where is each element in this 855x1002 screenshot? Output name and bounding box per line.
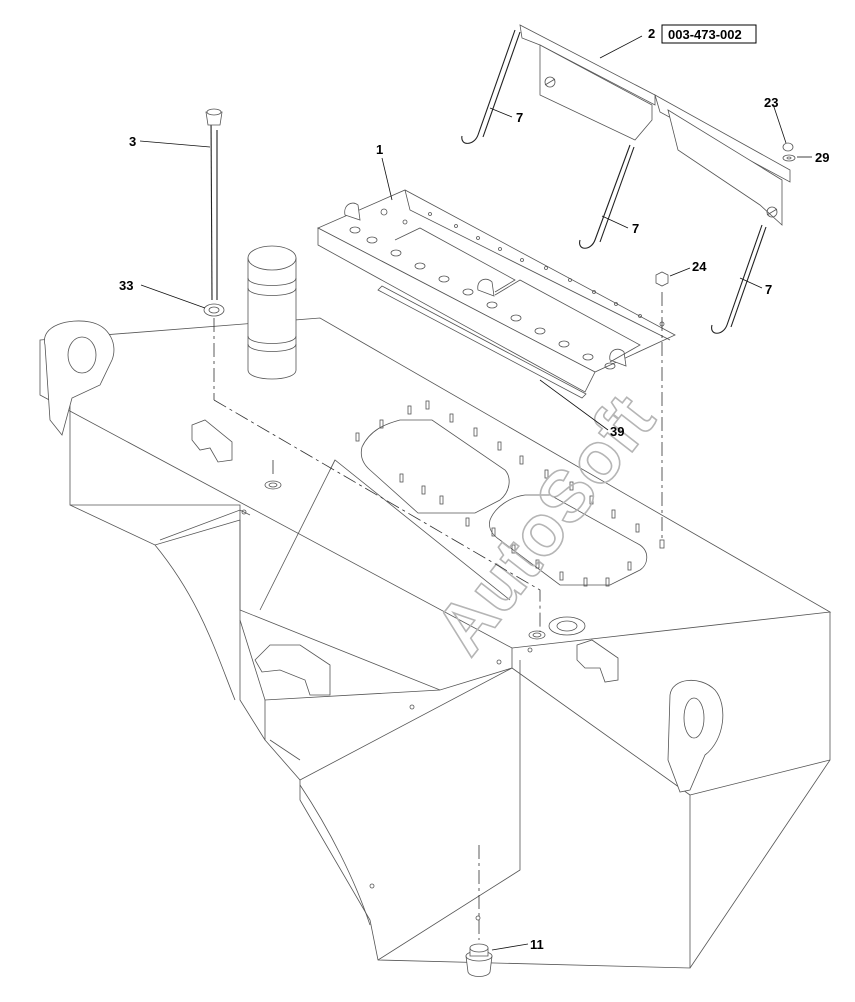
filter-canister xyxy=(247,245,297,380)
seal-strip-part-39 xyxy=(377,285,587,399)
callout-11: 11 xyxy=(530,937,544,952)
hook-rod-part-7-a xyxy=(461,29,521,144)
leader-lines xyxy=(139,35,812,951)
hook-rod-part-7-b xyxy=(579,144,635,249)
callout-39: 39 xyxy=(610,424,624,439)
deck-brackets xyxy=(191,419,619,696)
callout-1: 1 xyxy=(376,142,383,157)
assembly-centerlines xyxy=(213,292,663,940)
callout-2: 2 xyxy=(648,26,655,41)
washer-part-33 xyxy=(203,303,225,317)
lifting-eye-right xyxy=(667,679,724,793)
callout-7-b: 7 xyxy=(632,221,639,236)
callout-29: 29 xyxy=(815,150,829,165)
access-cover-gaskets xyxy=(355,400,665,587)
nut-part-23 xyxy=(782,142,794,152)
tray-part-1 xyxy=(317,189,676,393)
callout-7-c: 7 xyxy=(765,282,772,297)
callout-23: 23 xyxy=(764,95,778,110)
hook-rod-part-7-c xyxy=(711,224,767,334)
callout-33: 33 xyxy=(119,278,133,293)
dipstick xyxy=(205,108,223,301)
watermark: AutoSoft xyxy=(420,380,670,669)
bracket-plate-part-2 xyxy=(519,24,791,226)
part-number-box xyxy=(661,24,757,44)
drain-plug-part-11 xyxy=(465,943,493,977)
nut-part-24 xyxy=(655,271,669,287)
part-number-label: 003-473-002 xyxy=(668,27,742,42)
washer-part-29 xyxy=(782,154,796,162)
callout-7-a: 7 xyxy=(516,110,523,125)
tank-body xyxy=(39,317,832,969)
lifting-eye-left xyxy=(44,320,115,436)
callout-24: 24 xyxy=(692,259,707,274)
callout-3: 3 xyxy=(129,134,136,149)
